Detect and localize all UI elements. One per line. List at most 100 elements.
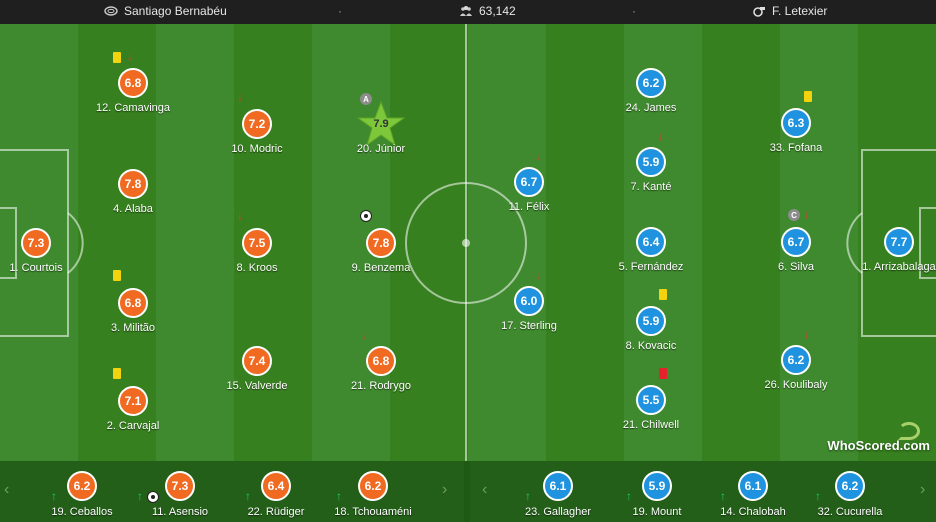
- rating-badge: 6.7: [781, 227, 811, 257]
- rating-badge: 7.5: [242, 228, 272, 258]
- sub-home-asensio[interactable]: ↑ 7.3 11. Asensio: [125, 461, 235, 522]
- player-name: 5. Fernández: [618, 261, 684, 273]
- player-name: 8. Kroos: [236, 262, 278, 274]
- match-info-bar: Santiago Bernabéu · 63,142 · F. Letexier: [0, 0, 936, 24]
- rating-badge: 6.8: [118, 288, 148, 318]
- player-away-koulibaly[interactable]: 6.2 26. Koulibaly: [735, 345, 855, 403]
- player-name: 21. Chilwell: [622, 419, 680, 431]
- player-home-camavinga[interactable]: 6.8 12. Camavinga: [72, 68, 192, 126]
- player-away-fernandez[interactable]: 6.4 5. Fernández: [590, 227, 710, 285]
- player-name: 20. Júnior: [356, 143, 406, 155]
- home-subs-prev-button[interactable]: ‹: [4, 481, 10, 498]
- subbed-off-arrow-icon: ↓: [237, 209, 243, 223]
- player-name: 3. Militão: [110, 322, 156, 334]
- subbed-off-arrow-icon: ↓: [804, 207, 810, 221]
- player-home-benzema[interactable]: 7.8 9. Benzema: [320, 228, 440, 286]
- subbed-on-arrow-icon: ↑: [137, 489, 143, 503]
- player-name: 21. Rodrygo: [351, 380, 411, 392]
- subbed-on-arrow-icon: ↑: [626, 489, 632, 503]
- rating-badge: 6.2: [781, 345, 811, 375]
- stadium-info: Santiago Bernabéu: [104, 4, 227, 18]
- away-subs-prev-button[interactable]: ‹: [482, 481, 488, 498]
- player-home-modric[interactable]: 7.2 10. Modric: [196, 109, 316, 167]
- player-name: 1. Courtois: [9, 262, 63, 274]
- sub-away-cucurella[interactable]: ↑ 6.2 32. Cucurella: [795, 461, 905, 522]
- player-name: 26. Koulibaly: [764, 379, 828, 391]
- sub-home-tchouameni[interactable]: ↑ 6.2 18. Tchouaméni: [318, 461, 428, 522]
- player-away-silva[interactable]: 6.7 6. Silva: [735, 227, 855, 285]
- subbed-on-arrow-icon: ↑: [525, 489, 531, 503]
- player-away-james[interactable]: 6.2 24. James: [590, 68, 710, 126]
- player-away-chilwell[interactable]: 5.5 21. Chilwell: [590, 385, 710, 443]
- goal-ball-icon: [360, 210, 372, 222]
- sub-away-gallagher[interactable]: ↑ 6.1 23. Gallagher: [503, 461, 613, 522]
- player-home-valverde[interactable]: 7.4 15. Valverde: [196, 346, 316, 404]
- player-name: 15. Valverde: [226, 380, 288, 392]
- subbed-on-arrow-icon: ↑: [336, 489, 342, 503]
- subbed-off-arrow-icon: ↓: [658, 129, 664, 143]
- attendance-info: 63,142: [459, 4, 516, 18]
- rating-badge: 6.8: [366, 346, 396, 376]
- rating-badge: 6.7: [514, 167, 544, 197]
- assist-marker-icon: A: [360, 93, 372, 105]
- subbed-on-arrow-icon: ↑: [720, 489, 726, 503]
- rating-badge: 7.4: [242, 346, 272, 376]
- player-name: 19. Mount: [632, 506, 682, 518]
- subbed-off-arrow-icon: ↓: [535, 268, 541, 282]
- player-home-rodrygo[interactable]: 6.8 21. Rodrygo: [320, 346, 440, 404]
- player-name: 9. Benzema: [351, 262, 411, 274]
- stadium-icon: [104, 6, 118, 16]
- player-home-alaba[interactable]: 7.8 4. Alaba: [72, 169, 192, 227]
- rating-badge: 5.9: [636, 306, 666, 336]
- rating-badge: 7.3: [21, 228, 51, 258]
- player-away-kante[interactable]: 5.9 7. Kanté: [590, 147, 710, 205]
- player-name: 23. Gallagher: [524, 506, 592, 518]
- player-home-militao[interactable]: 6.8 3. Militão: [72, 288, 192, 346]
- player-home-courtois[interactable]: 7.3 1. Courtois: [0, 228, 95, 286]
- home-subs-next-button[interactable]: ›: [442, 481, 448, 498]
- whoscored-logo: WhoScored.com: [827, 422, 930, 453]
- rating-badge: 6.2: [67, 471, 97, 501]
- player-home-junior[interactable]: 7.9 20. Júnior: [320, 101, 440, 167]
- sub-home-ceballos[interactable]: ↑ 6.2 19. Ceballos: [27, 461, 137, 522]
- substitutes-bar: ‹ › ‹ › ↑ 6.2 19. Ceballos ↑ 7.3 11. Ase…: [0, 461, 936, 522]
- subbed-off-arrow-icon: ↓: [361, 328, 367, 342]
- player-name: 17. Sterling: [501, 320, 557, 332]
- player-away-sterling[interactable]: 6.0 17. Sterling: [468, 286, 588, 344]
- rating-badge: 5.9: [636, 147, 666, 177]
- rating-badge: 6.2: [358, 471, 388, 501]
- player-away-felix[interactable]: 6.7 11. Félix: [468, 167, 588, 225]
- rating-badge: 6.8: [118, 68, 148, 98]
- player-away-kovacic[interactable]: 5.9 8. Kovacic: [590, 306, 710, 364]
- red-card-icon: [659, 368, 667, 379]
- player-name: 6. Silva: [777, 261, 815, 273]
- pitch: 6.8 12. Camavinga ↓ 7.2 10. Modric ↓ 7.9…: [0, 24, 936, 461]
- rating-badge: 6.2: [835, 471, 865, 501]
- player-name: 22. Rüdiger: [247, 506, 305, 518]
- rating-badge: 7.3: [165, 471, 195, 501]
- stadium-name: Santiago Bernabéu: [124, 4, 227, 18]
- player-home-carvajal[interactable]: 7.1 2. Carvajal: [72, 386, 192, 444]
- crowd-icon: [460, 6, 472, 16]
- rating-badge: 6.1: [738, 471, 768, 501]
- rating-badge: 7.7: [884, 227, 914, 257]
- sub-away-chalobah[interactable]: ↑ 6.1 14. Chalobah: [698, 461, 808, 522]
- rating-badge: 7.1: [118, 386, 148, 416]
- sub-home-rudiger[interactable]: ↑ 6.4 22. Rüdiger: [221, 461, 331, 522]
- player-name: 19. Ceballos: [51, 506, 113, 518]
- rating-badge: 7.8: [366, 228, 396, 258]
- player-away-fofana[interactable]: 6.3 33. Fofana: [735, 108, 855, 166]
- yellow-card-icon: [113, 270, 121, 281]
- player-name: 33. Fofana: [769, 142, 823, 154]
- man-of-the-match-star-icon: 7.9: [357, 101, 405, 147]
- player-away-arrizabalaga[interactable]: 7.7 1. Arrizabalaga: [838, 227, 936, 285]
- goal-ball-icon: [147, 491, 159, 503]
- away-subs-next-button[interactable]: ›: [920, 481, 926, 498]
- rating-badge: 7.8: [118, 169, 148, 199]
- subbed-off-arrow-icon: ↓: [237, 90, 243, 104]
- sub-away-mount[interactable]: ↑ 5.9 19. Mount: [602, 461, 712, 522]
- player-home-kroos[interactable]: 7.5 8. Kroos: [196, 228, 316, 286]
- referee-info: F. Letexier: [752, 4, 827, 18]
- rating-badge: 6.2: [636, 68, 666, 98]
- subbed-off-arrow-icon: ↓: [535, 149, 541, 163]
